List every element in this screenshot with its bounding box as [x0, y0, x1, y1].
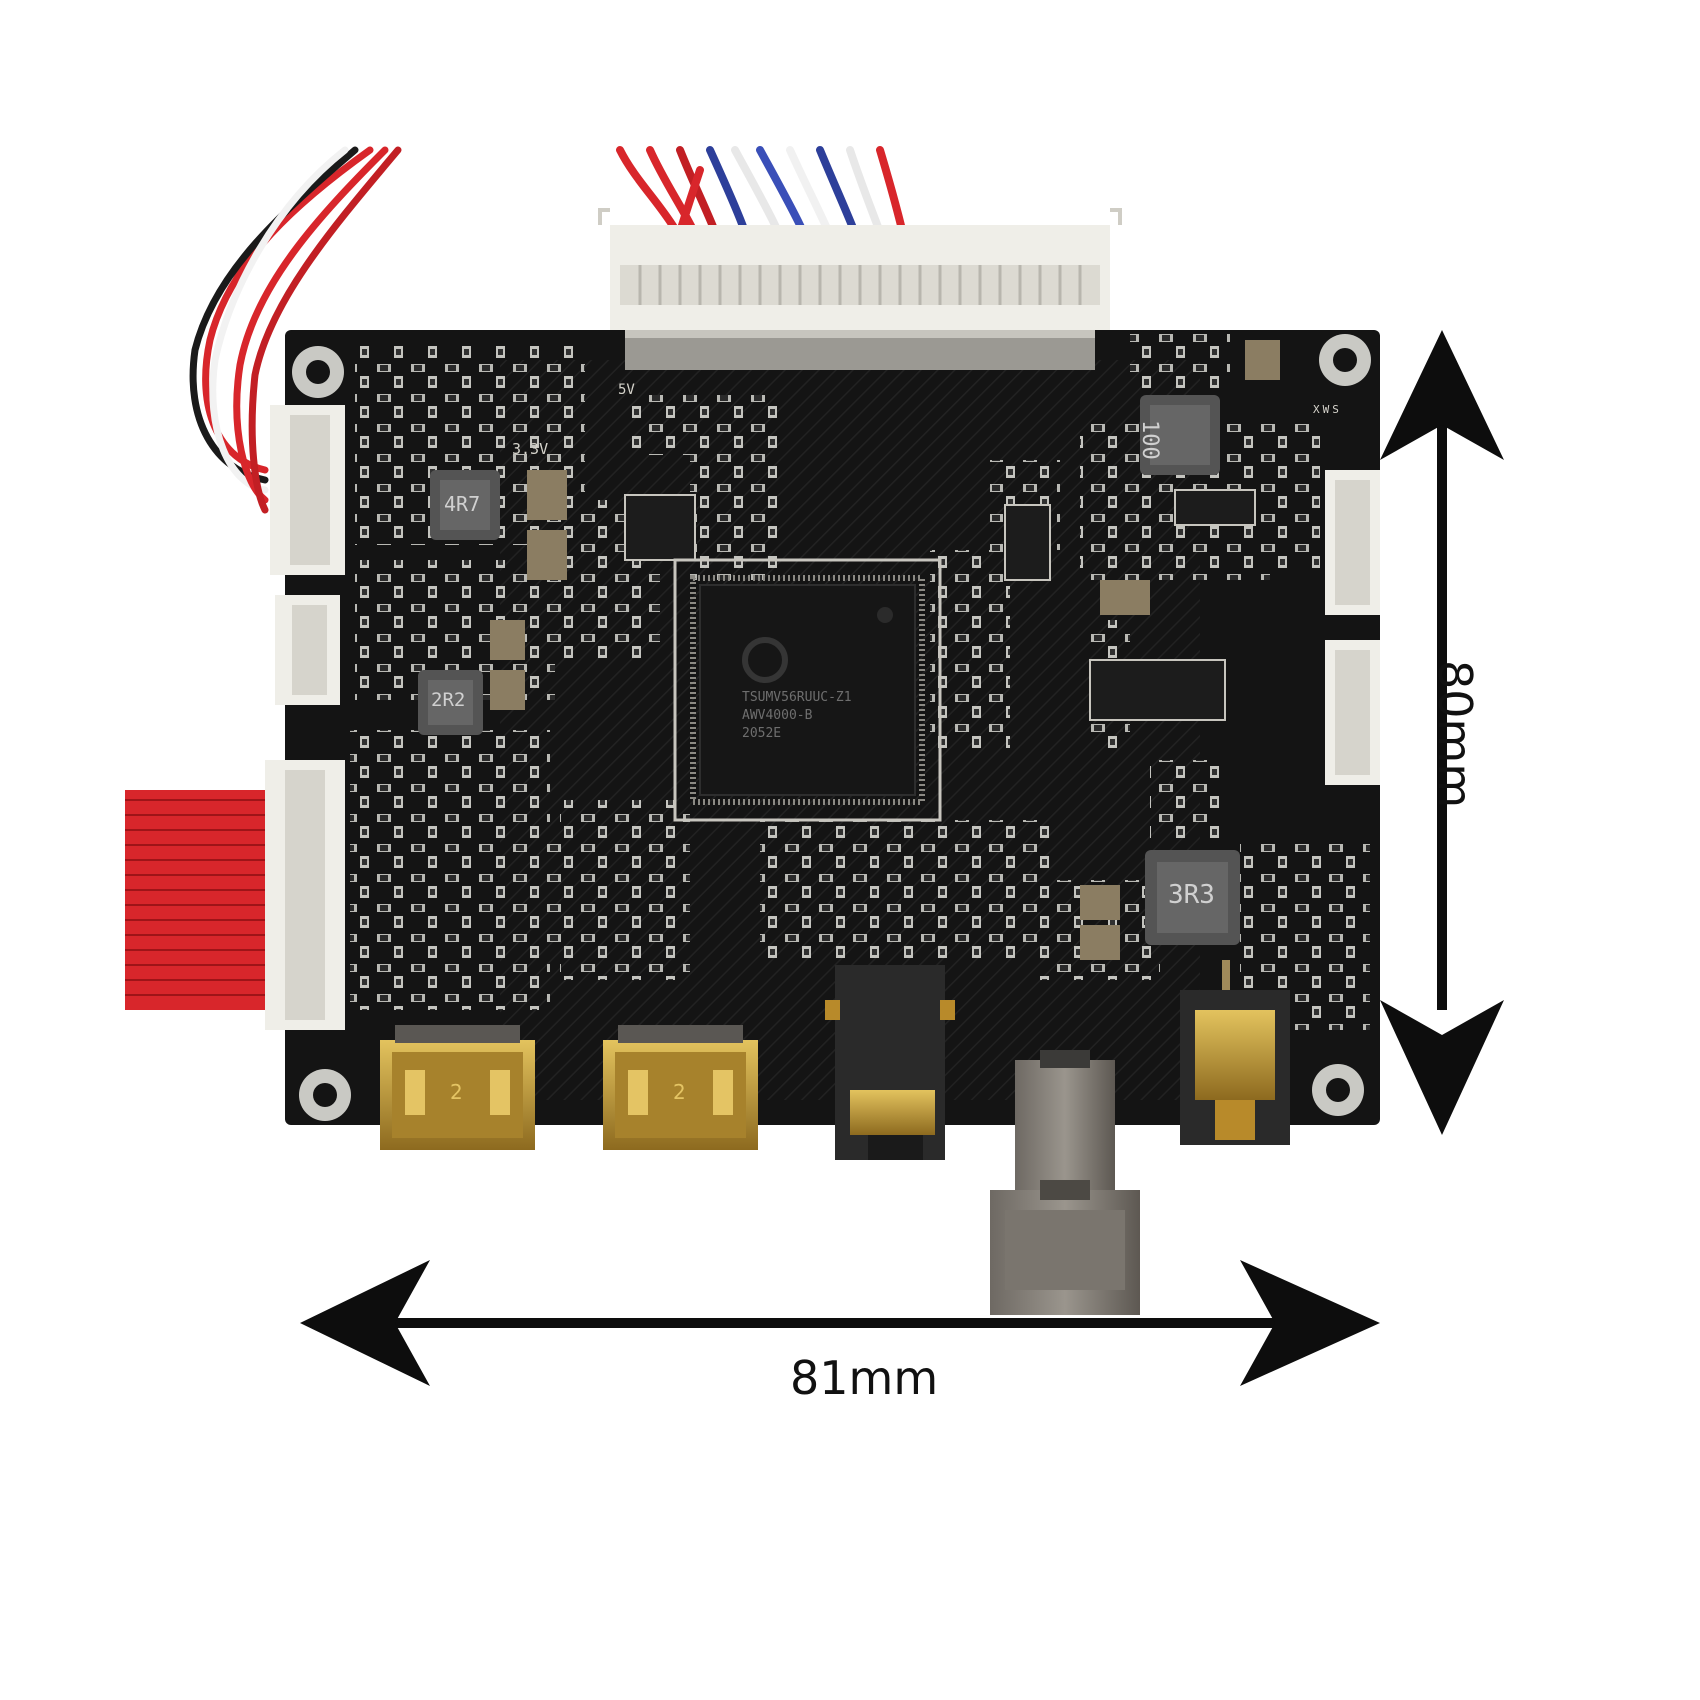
inductor-4r7 [430, 470, 500, 540]
inductor-4r7-label: 4R7 [444, 492, 481, 516]
lvds-connector [598, 208, 1122, 370]
main-chip-line-3: 2052E [742, 726, 782, 741]
height-dimension-arrow [1380, 330, 1504, 1135]
hdmi-port-b-label: 2 [673, 1080, 686, 1104]
inductor-100-label: 100 [1137, 420, 1162, 460]
left-red-cable-bundle [125, 790, 270, 1010]
mounting-holes [292, 334, 1371, 1121]
main-chip-line-2: AWV4000-B [742, 708, 813, 723]
inductor-2r2 [418, 670, 483, 735]
left-top-cable [189, 146, 402, 514]
tantalum-capacitors [490, 340, 1280, 960]
hdmi-port-right [603, 1025, 758, 1150]
silkscreen-5v: 5V [618, 382, 635, 398]
audio-jack-left [825, 965, 955, 1160]
inductor-3r3 [1145, 850, 1240, 945]
width-dimension-arrow [300, 1260, 1380, 1386]
inductor-100 [1140, 395, 1220, 475]
silkscreen-3v3: 3.3V [512, 440, 549, 458]
silkscreen-xws: XWS [1313, 403, 1342, 416]
usb-adapter [990, 1050, 1140, 1315]
inductor-2r2-label: 2R2 [431, 689, 466, 711]
inductor-3r3-label: 3R3 [1168, 880, 1215, 910]
ic-chips [624, 489, 1256, 721]
hdmi-port-a-label: 2 [450, 1080, 463, 1104]
width-dimension-label: 81mm [790, 1351, 939, 1405]
hdmi-port-left [380, 1025, 535, 1150]
smd-component-field [350, 330, 1370, 1030]
height-dimension-label: 80mm [1428, 660, 1482, 809]
audio-jack-right [1180, 960, 1290, 1145]
main-processor [673, 558, 942, 822]
main-chip-line-1: TSUMV56RUUC-Z1 [742, 690, 852, 705]
side-connectors [265, 405, 1380, 1030]
